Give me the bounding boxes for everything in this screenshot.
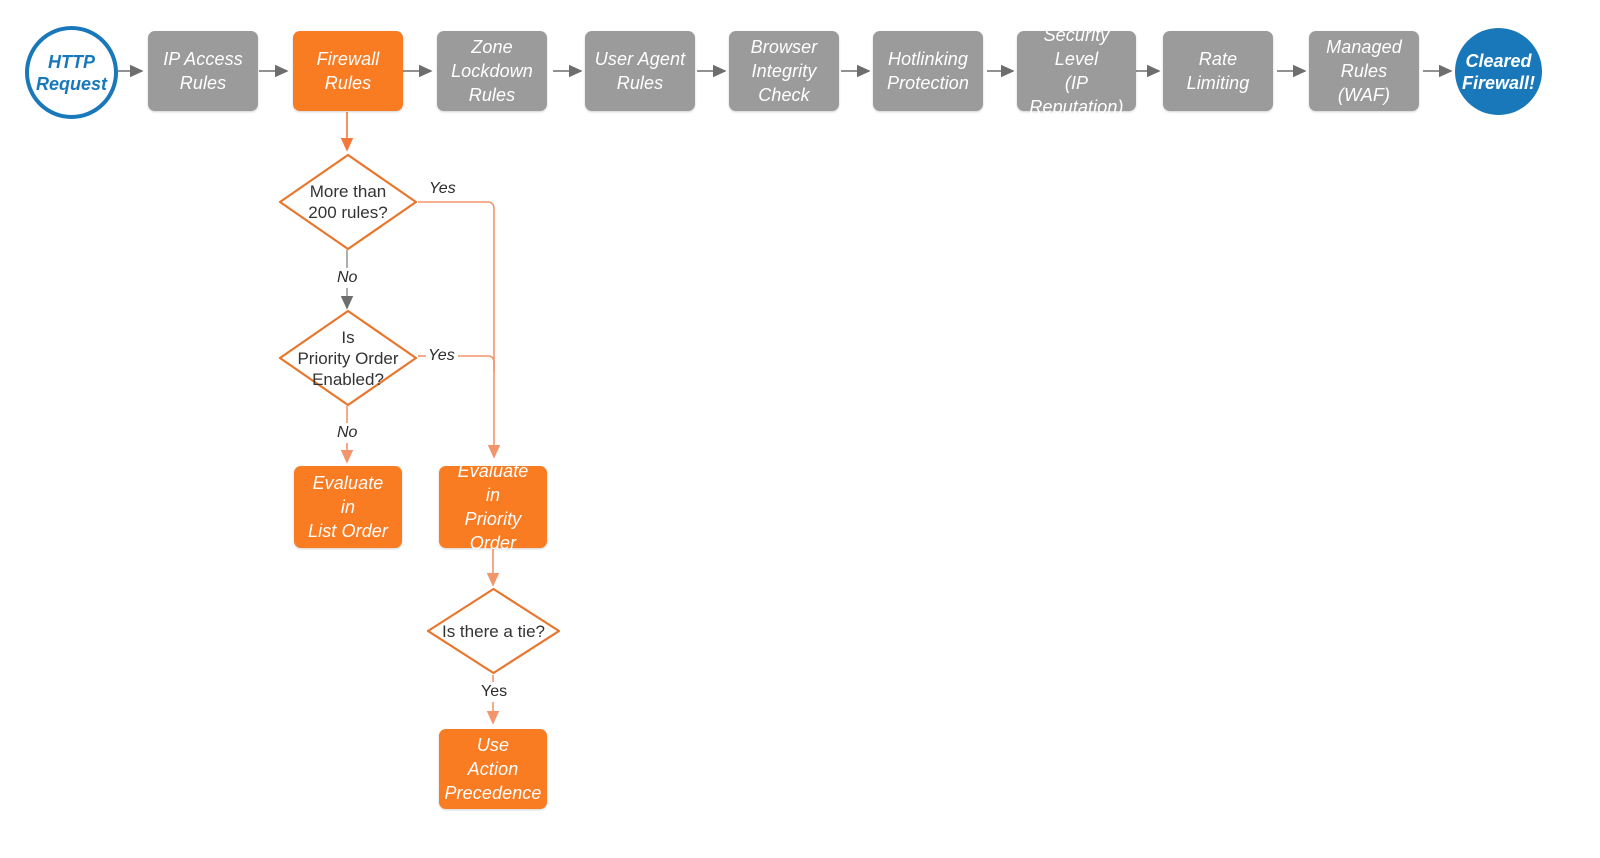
node-use-action-precedence-label: Use Action Precedence xyxy=(444,735,542,803)
node-decision-priority-order-enabled[interactable]: Is Priority Order Enabled? xyxy=(277,308,419,408)
node-browser-integrity-check[interactable]: Browser Integrity Check xyxy=(729,31,839,111)
node-managed-rules-waf-label: Managed Rules (WAF) xyxy=(1326,37,1402,105)
node-decision-is-there-a-tie-label: Is there a tie? xyxy=(441,621,545,641)
node-managed-rules-waf[interactable]: Managed Rules (WAF) xyxy=(1309,31,1419,111)
diamond-shape xyxy=(426,587,561,675)
edge-label-no-2: No xyxy=(335,424,360,442)
node-user-agent-rules-label: User Agent Rules xyxy=(594,49,686,93)
node-firewall-rules-label: Firewall Rules xyxy=(316,49,380,93)
node-cleared-firewall-label: Cleared Firewall! xyxy=(1461,50,1536,93)
edge-decision1-yes xyxy=(418,201,501,459)
node-ip-access-rules-label: IP Access Rules xyxy=(163,49,243,93)
edge-label-yes-1: Yes xyxy=(427,180,458,198)
node-security-level-label: Security Level (IP Reputation) xyxy=(1029,25,1124,117)
edge-label-yes-2: Yes xyxy=(426,347,457,365)
node-evaluate-in-priority-order-label: Evaluate in Priority Order xyxy=(457,461,529,553)
node-firewall-rules[interactable]: Firewall Rules xyxy=(293,31,403,111)
node-decision-more-than-200-rules-label: More than 200 rules? xyxy=(308,182,388,222)
node-decision-priority-order-enabled-label: Is Priority Order Enabled? xyxy=(297,327,399,389)
node-security-level[interactable]: Security Level (IP Reputation) xyxy=(1017,25,1136,117)
node-evaluate-in-list-order[interactable]: Evaluate in List Order xyxy=(294,466,402,548)
node-use-action-precedence[interactable]: Use Action Precedence xyxy=(439,729,547,809)
edge-label-no-1: No xyxy=(335,269,360,287)
node-hotlinking-protection-label: Hotlinking Protection xyxy=(886,49,970,93)
node-cleared-firewall[interactable]: Cleared Firewall! xyxy=(1455,28,1542,115)
node-user-agent-rules[interactable]: User Agent Rules xyxy=(585,31,695,111)
diamond-shape xyxy=(278,153,418,251)
node-ip-access-rules[interactable]: IP Access Rules xyxy=(148,31,258,111)
node-http-request-label: HTTP Request xyxy=(35,51,107,94)
node-zone-lockdown-rules-label: Zone Lockdown Rules xyxy=(451,37,533,105)
node-evaluate-in-priority-order[interactable]: Evaluate in Priority Order xyxy=(439,461,547,553)
node-decision-is-there-a-tie[interactable]: Is there a tie? xyxy=(425,586,562,676)
node-rate-limiting[interactable]: Rate Limiting xyxy=(1163,31,1273,111)
node-decision-more-than-200-rules[interactable]: More than 200 rules? xyxy=(277,152,419,252)
node-hotlinking-protection[interactable]: Hotlinking Protection xyxy=(873,31,983,111)
diamond-shape xyxy=(278,309,418,407)
node-rate-limiting-label: Rate Limiting xyxy=(1186,49,1250,93)
edge-label-yes-3: Yes xyxy=(479,683,510,701)
node-http-request[interactable]: HTTP Request xyxy=(25,26,118,119)
node-evaluate-in-list-order-label: Evaluate in List Order xyxy=(307,473,389,541)
node-zone-lockdown-rules[interactable]: Zone Lockdown Rules xyxy=(437,31,547,111)
node-browser-integrity-check-label: Browser Integrity Check xyxy=(750,37,818,105)
